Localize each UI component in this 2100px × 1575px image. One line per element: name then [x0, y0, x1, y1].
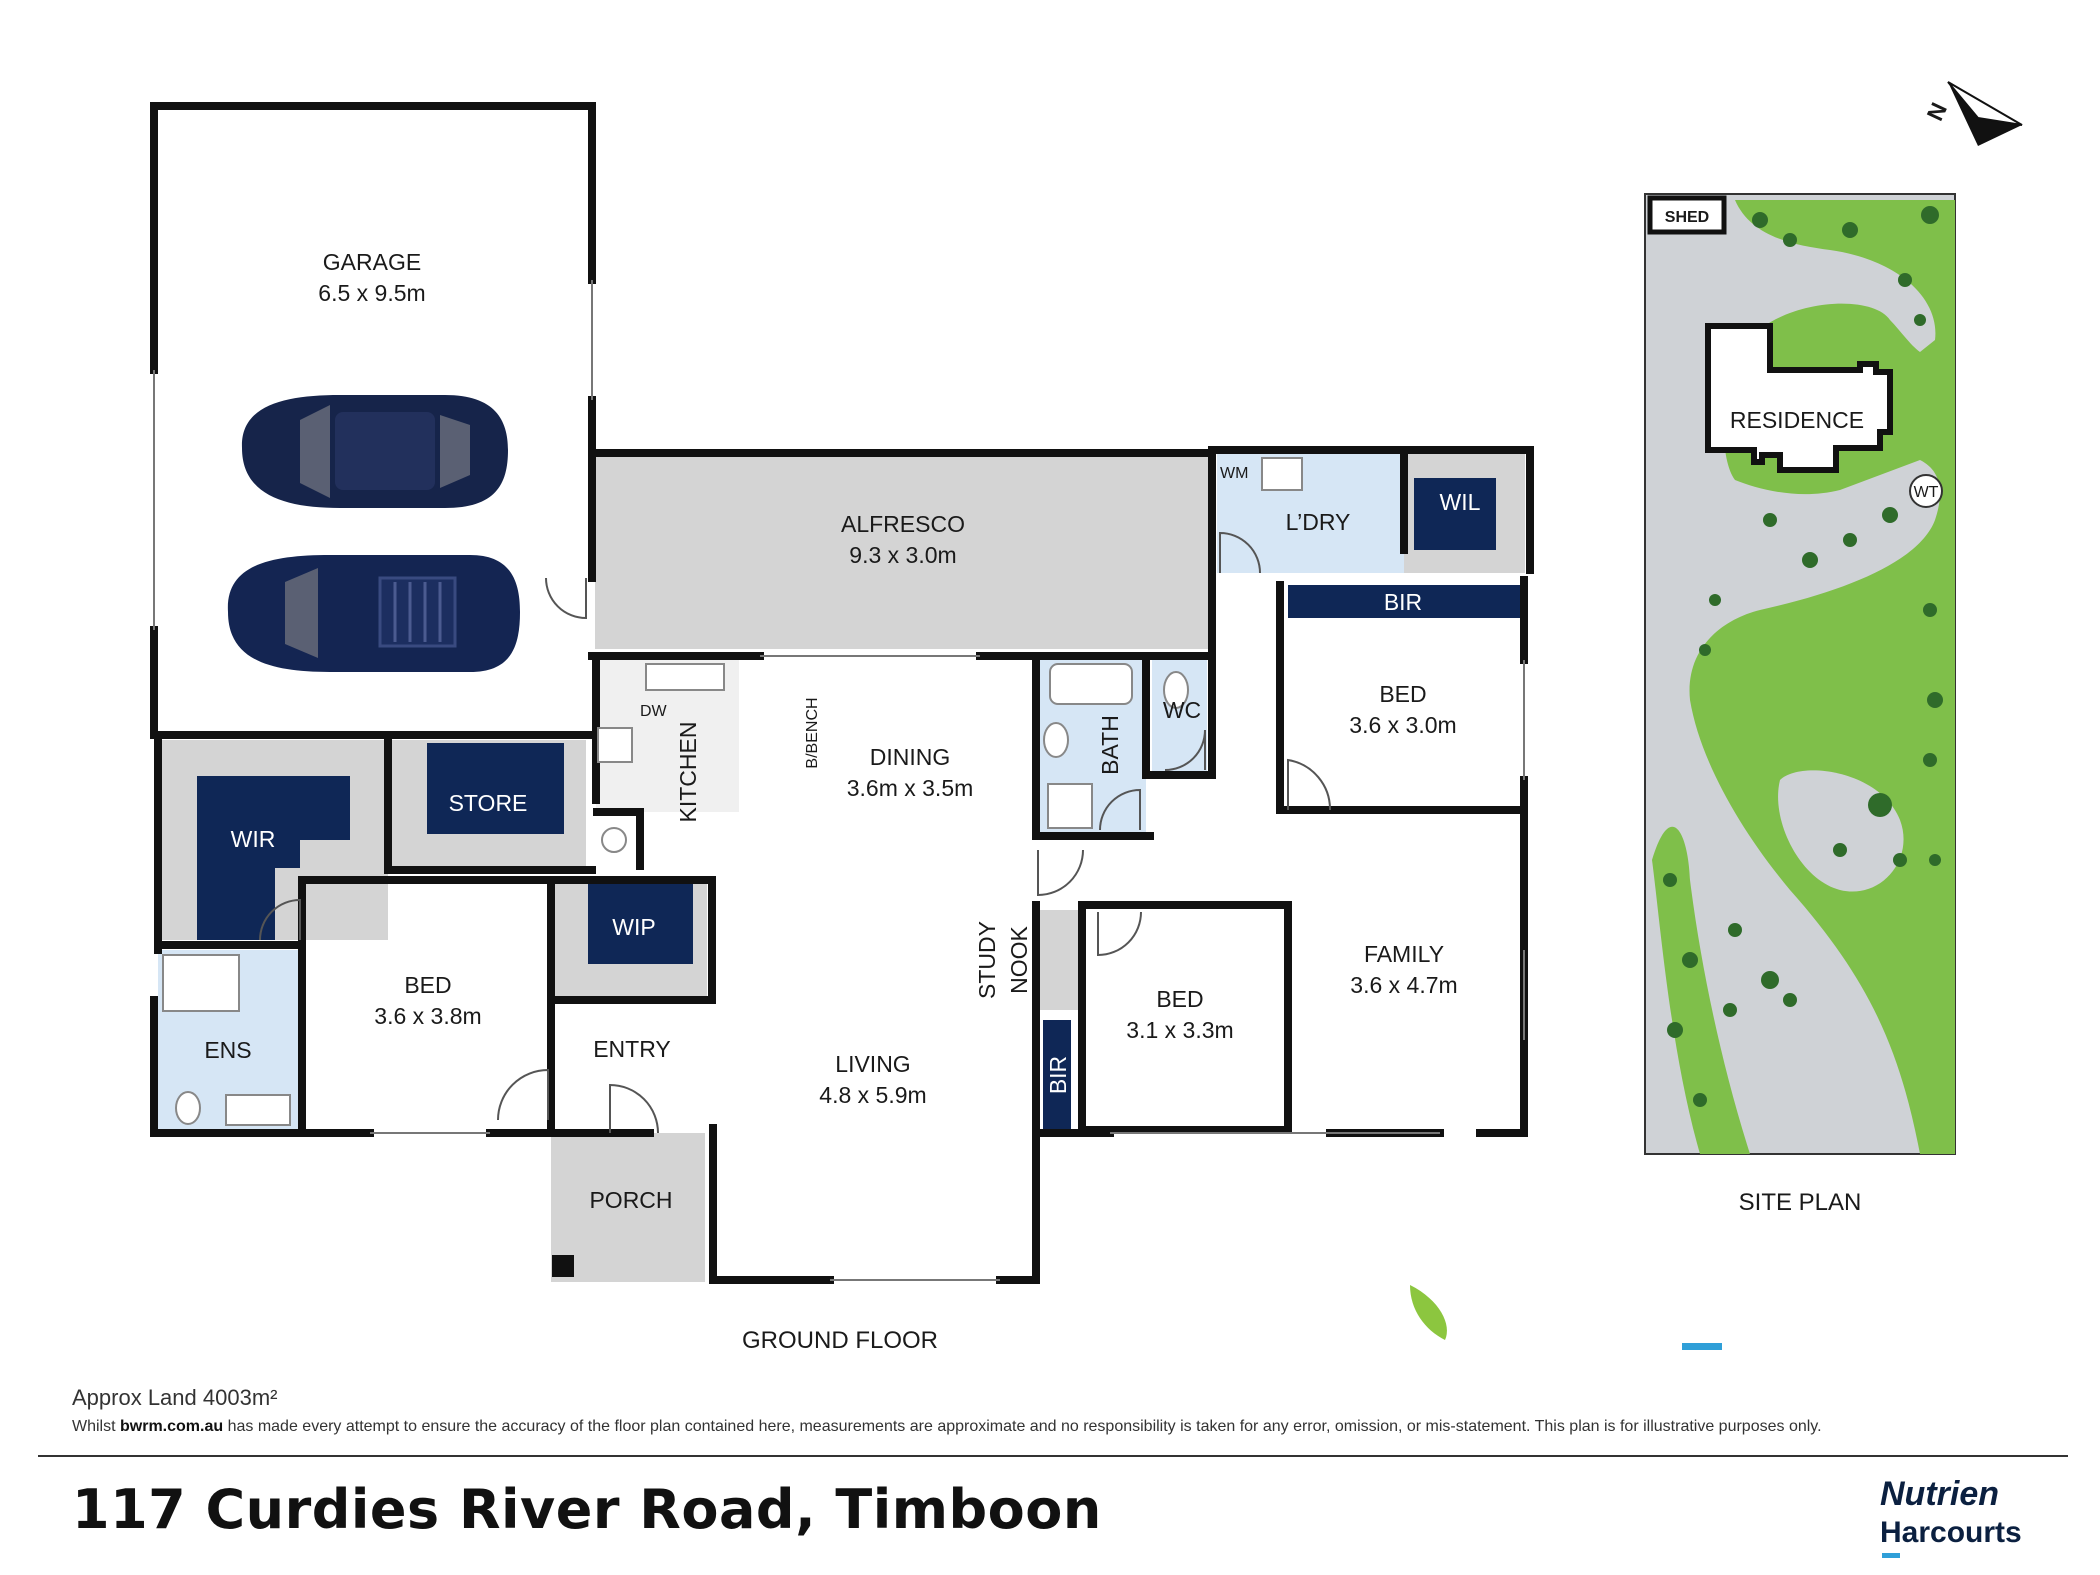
land-area: Approx Land 4003m²	[72, 1385, 278, 1410]
ground-floor-caption: GROUND FLOOR	[742, 1327, 938, 1354]
shed-label: SHED	[1665, 209, 1709, 226]
brand-accent-bar	[1882, 1553, 1900, 1558]
bath-label: BATH	[1097, 715, 1123, 775]
walls	[150, 102, 1534, 1284]
garage-label: GARAGE	[323, 249, 421, 275]
bed-mid-dim: 3.1 x 3.3m	[1126, 1017, 1233, 1043]
disclaimer: Whilst bwrm.com.au has made every attemp…	[72, 1418, 2052, 1436]
laundry-label: L’DRY	[1286, 509, 1351, 535]
bbench-label: B/BENCH	[804, 697, 821, 768]
alfresco-label: ALFRESCO	[841, 511, 965, 537]
bed-ne-label: BED	[1379, 681, 1426, 707]
wip-label: WIP	[612, 914, 655, 940]
family-dim: 3.6 x 4.7m	[1350, 972, 1457, 998]
windows	[153, 280, 1525, 1281]
bed-mid-label: BED	[1156, 986, 1203, 1012]
bed-ne-dim: 3.6 x 3.0m	[1349, 712, 1456, 738]
kitchen-label: KITCHEN	[675, 722, 701, 823]
wc-label: WC	[1163, 697, 1201, 723]
residence-label: RESIDENCE	[1730, 407, 1864, 433]
porch-label: PORCH	[589, 1187, 672, 1213]
porch-post	[552, 1255, 574, 1277]
garage-dim: 6.5 x 9.5m	[318, 280, 425, 306]
dining-label: DINING	[870, 744, 951, 770]
store-label: STORE	[449, 790, 528, 816]
north-label: N	[1921, 99, 1952, 125]
living-dim: 4.8 x 5.9m	[819, 1082, 926, 1108]
footer-divider	[38, 1455, 2068, 1457]
brand-harcourts: Harcourts	[1880, 1516, 2022, 1549]
car-bottom	[227, 555, 521, 672]
disclaimer-post: has made every attempt to ensure the acc…	[223, 1418, 1822, 1435]
fixtures	[162, 457, 1303, 1126]
leaf-icon	[1410, 1285, 1447, 1340]
north-arrow	[1947, 81, 2023, 146]
dw-label: DW	[640, 703, 668, 720]
study-label: STUDY	[974, 921, 1000, 999]
brand-nutrien: Nutrien	[1880, 1475, 1999, 1513]
bir-top-label: BIR	[1384, 589, 1422, 615]
site-plan-caption: SITE PLAN	[1739, 1189, 1862, 1216]
alfresco-dim: 9.3 x 3.0m	[849, 542, 956, 568]
bed-main-label: BED	[404, 972, 451, 998]
dining-dim: 3.6m x 3.5m	[847, 775, 974, 801]
wm-label: WM	[1220, 465, 1248, 482]
site-plan	[1644, 193, 1956, 1155]
blue-marker	[1682, 1343, 1722, 1350]
bed-main-dim: 3.6 x 3.8m	[374, 1003, 481, 1029]
nook-label: NOOK	[1006, 925, 1032, 993]
disclaimer-site: bwrm.com.au	[120, 1418, 224, 1435]
bir-side-label: BIR	[1045, 1056, 1071, 1094]
living-label: LIVING	[835, 1051, 910, 1077]
car-top	[241, 395, 509, 508]
wir-label: WIR	[231, 826, 276, 852]
wt-label: WT	[1914, 484, 1939, 501]
family-label: FAMILY	[1364, 941, 1444, 967]
robes	[197, 478, 1524, 1130]
ens-label: ENS	[204, 1037, 251, 1063]
disclaimer-pre: Whilst	[72, 1418, 120, 1435]
property-address: 117 Curdies River Road, Timboon	[72, 1478, 1102, 1541]
door-swings	[259, 531, 1332, 1134]
entry-label: ENTRY	[593, 1036, 671, 1062]
wil-label: WIL	[1440, 489, 1481, 515]
